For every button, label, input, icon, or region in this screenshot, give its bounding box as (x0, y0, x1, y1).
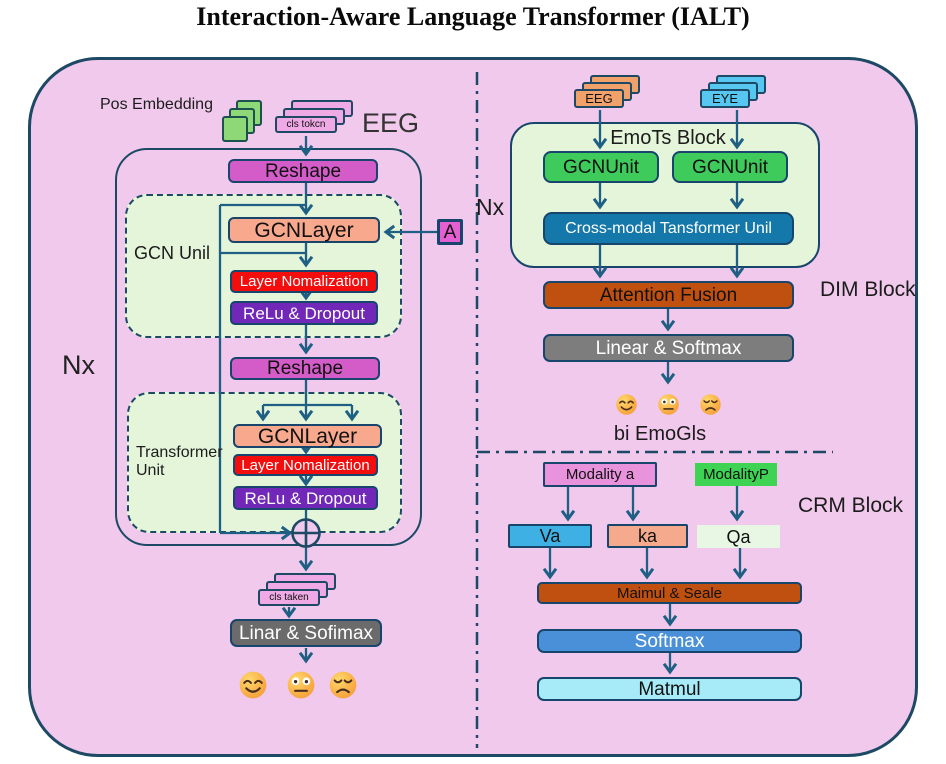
cls-token-stack-bottom: cls taken (258, 573, 336, 607)
gcn-layer-node-2: GCNLayer (233, 424, 382, 448)
reshape-node-top: Reshape (228, 159, 378, 183)
emots-block-label: EmoTs Block (610, 127, 726, 149)
gcn-layer-node-1: GCNLayer (228, 217, 380, 243)
relu-dropout-node-2: ReLu & Dropout (233, 486, 378, 510)
gcn-unit-node-right: GCNUnit (672, 151, 788, 183)
happy-emoji-icon (616, 394, 637, 415)
linear-softmax-head-left: Linar & Sofimax (230, 619, 382, 647)
modality-p-node: ModalityP (695, 463, 777, 486)
diagram-title: Interaction-Aware Language Transformer (… (196, 2, 750, 31)
nx-repeat-label-left: Nx (62, 350, 95, 380)
matmul-node: Matmul (537, 677, 802, 701)
query-node: Qa (697, 525, 780, 548)
eeg-pipeline-frame (115, 148, 422, 546)
reshape-node-mid: Reshape (230, 357, 380, 380)
neutral-emoji-icon (658, 394, 679, 415)
pos-embedding-label: Pos Embedding (100, 96, 213, 113)
modality-a-node: Modality a (543, 462, 657, 487)
layer-norm-node-2: Layer Nomalization (233, 454, 378, 476)
adjacency-matrix-node: A (437, 219, 463, 245)
gcn-unit-label: GCN Unil (134, 243, 211, 263)
attention-fusion-node: Attention Fusion (543, 281, 794, 309)
eeg-input-label: EEG (362, 108, 420, 138)
linear-softmax-node-dim: Linear & Softmax (543, 334, 794, 362)
cross-modal-transformer-node: Cross-modal Tansformer Unil (543, 212, 794, 245)
matmul-scale-node: Maimul & Seale (537, 582, 802, 604)
softmax-node: Softmax (537, 629, 802, 653)
bi-emogls-label: bi EmoGls (613, 423, 707, 445)
pos-embedding-stack-icon (222, 100, 262, 142)
nx-repeat-label-right: Nx (476, 194, 505, 220)
gcn-unit-node-left: GCNUnit (543, 151, 659, 183)
cls-token-stack-top: cls tokcn (275, 100, 353, 133)
layer-norm-node-1: Layer Nomalization (230, 270, 378, 293)
crm-block-label: CRM Block (798, 494, 904, 517)
sad-emoji-icon (700, 394, 721, 415)
neutral-emoji-icon (287, 671, 315, 699)
happy-emoji-icon (239, 671, 267, 699)
sad-emoji-icon (329, 671, 357, 699)
eye-modality-stack: EYE (700, 75, 766, 108)
transformer-unit-label: Transformer Unit (136, 444, 223, 480)
value-node: Va (508, 524, 592, 548)
key-node: ka (607, 524, 688, 548)
relu-dropout-node-1: ReLu & Dropout (230, 301, 378, 325)
dim-block-label: DIM Block (820, 278, 916, 301)
eeg-modality-stack: EEG (574, 75, 640, 108)
